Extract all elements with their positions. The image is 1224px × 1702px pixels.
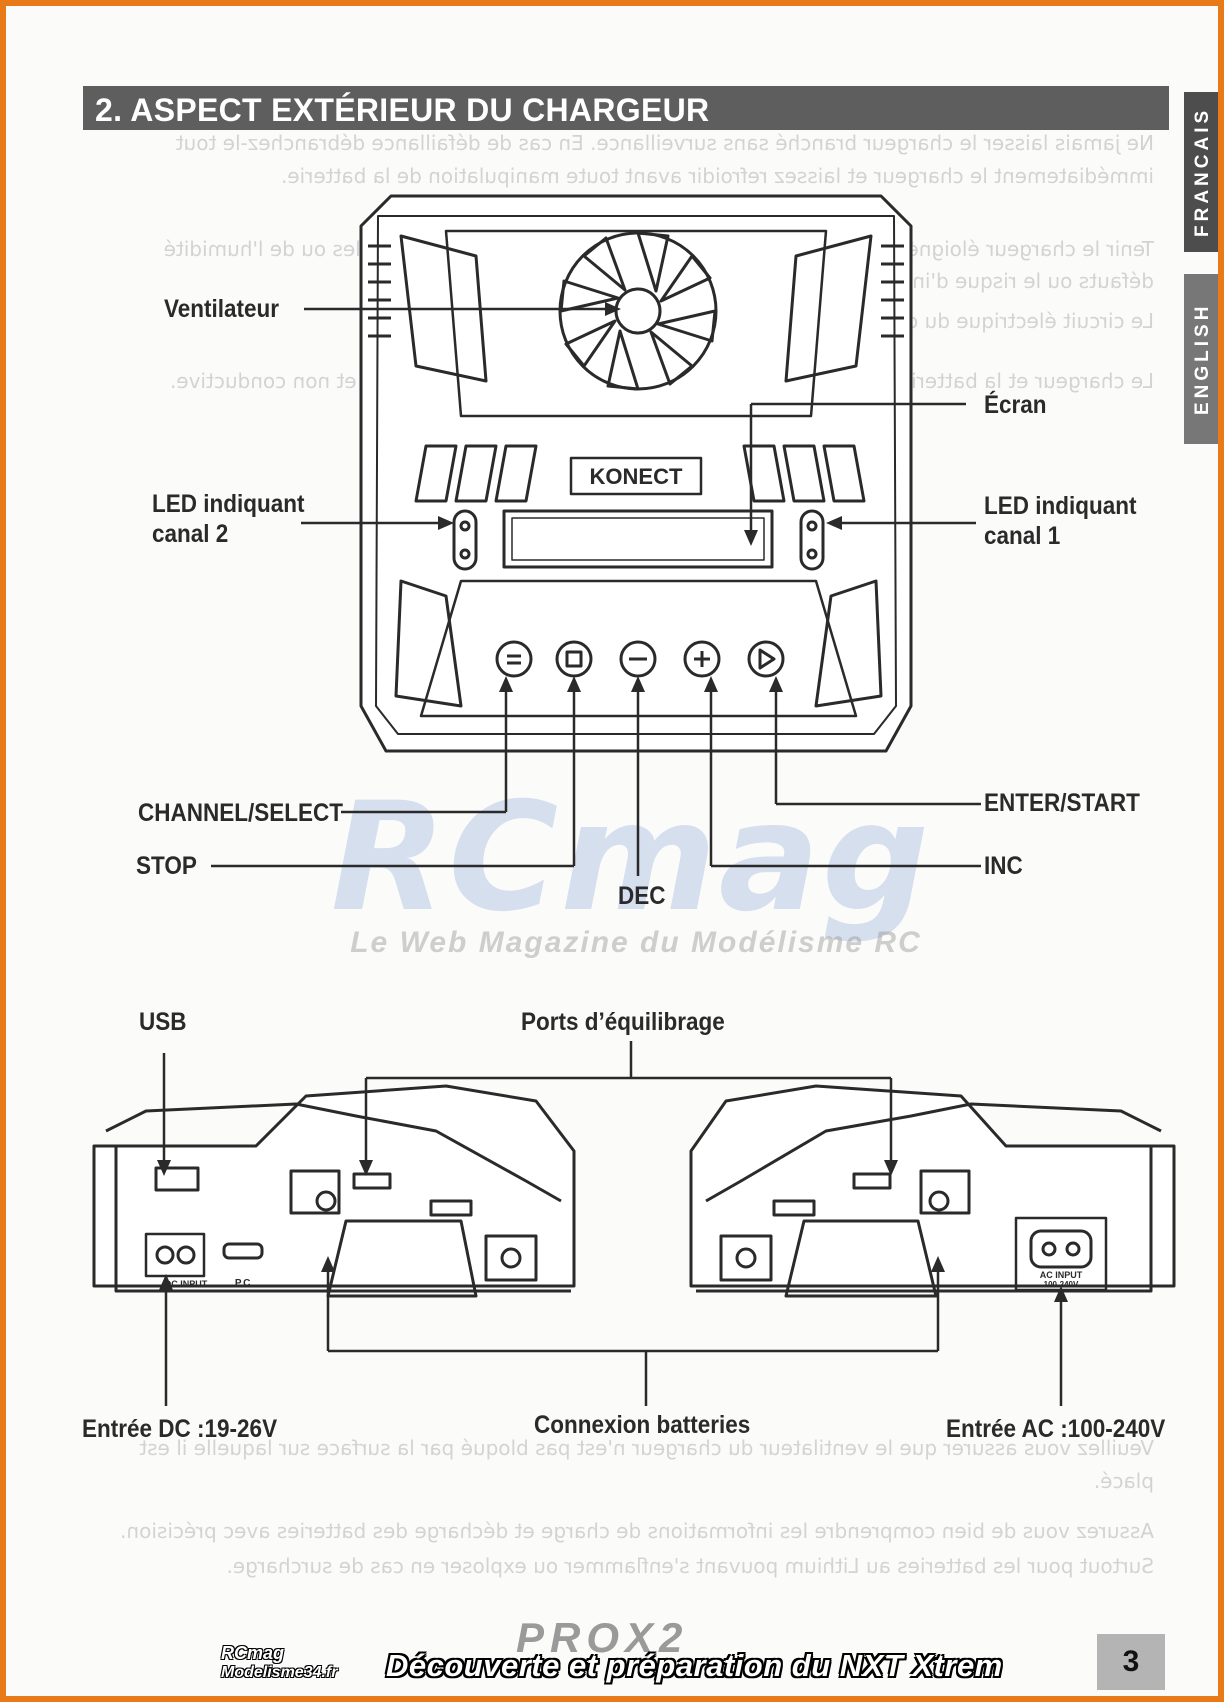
footer-product-logo: PROX2 bbox=[516, 1614, 689, 1661]
watermark-subtitle: Le Web Magazine du Modélisme RC bbox=[350, 926, 922, 959]
label-usb: USB bbox=[139, 1008, 187, 1036]
led-channel-1 bbox=[799, 509, 825, 571]
charger-top-view bbox=[359, 194, 913, 753]
footer-tagline: Découverte et préparation du NXT Xtrem bbox=[386, 1648, 1003, 1683]
pc-port-mark: P.C. bbox=[235, 1278, 253, 1289]
brand-logo: KONECT bbox=[590, 464, 683, 489]
label-inc: INC bbox=[984, 852, 1023, 880]
ac-range-mark: 100-240V bbox=[1044, 1280, 1079, 1289]
led-channel-2 bbox=[452, 509, 478, 571]
label-ports-equilibrage: Ports d’équilibrage bbox=[521, 1008, 725, 1036]
screen bbox=[502, 509, 774, 569]
label-dec: DEC bbox=[618, 882, 666, 910]
section-title: 2. ASPECT EXTÉRIEUR DU CHARGEUR bbox=[95, 92, 710, 128]
label-ecran: Écran bbox=[984, 391, 1047, 419]
label-led-canal2-line1: LED indiquant bbox=[152, 490, 305, 518]
usb-port bbox=[154, 1166, 200, 1192]
watermark-logo: RCmag bbox=[330, 771, 932, 945]
footer-brand: RCmag Modelisme34.fr bbox=[221, 1644, 337, 1682]
label-stop: STOP bbox=[136, 852, 197, 880]
fan-icon bbox=[558, 231, 718, 391]
label-channel-select: CHANNEL/SELECT bbox=[138, 799, 344, 827]
charger-diagram: KONECT DC INPUT P.C. AC INPUT 100-240V bbox=[92, 194, 1176, 1406]
section-title-bar: 2. ASPECT EXTÉRIEUR DU CHARGEUR bbox=[83, 86, 1169, 130]
label-entree-ac: Entrée AC :100-240V bbox=[946, 1415, 1166, 1443]
page-number: 3 bbox=[1097, 1634, 1165, 1690]
label-entree-dc: Entrée DC :19-26V bbox=[82, 1415, 278, 1443]
label-connexion-batteries: Connexion batteries bbox=[534, 1411, 751, 1439]
label-led-canal1-line1: LED indiquant bbox=[984, 492, 1137, 520]
ac-input-mark: AC INPUT bbox=[1040, 1270, 1083, 1280]
balance-port bbox=[352, 1172, 392, 1190]
balance-port bbox=[852, 1172, 892, 1190]
dc-input-mark: DC INPUT bbox=[165, 1279, 208, 1289]
footer-brand-line2: Modelisme34.fr bbox=[221, 1664, 338, 1681]
label-led-canal1-line2: canal 1 bbox=[984, 522, 1061, 550]
label-led-canal2-line2: canal 2 bbox=[152, 520, 229, 548]
dc-input-port bbox=[144, 1232, 206, 1278]
charger-side-view-right bbox=[689, 1084, 1176, 1298]
charger-side-view-left bbox=[92, 1084, 576, 1298]
label-ventilateur: Ventilateur bbox=[164, 295, 280, 323]
label-enter-start: ENTER/START bbox=[984, 789, 1140, 817]
footer-brand-line1: RCmag bbox=[221, 1643, 285, 1663]
